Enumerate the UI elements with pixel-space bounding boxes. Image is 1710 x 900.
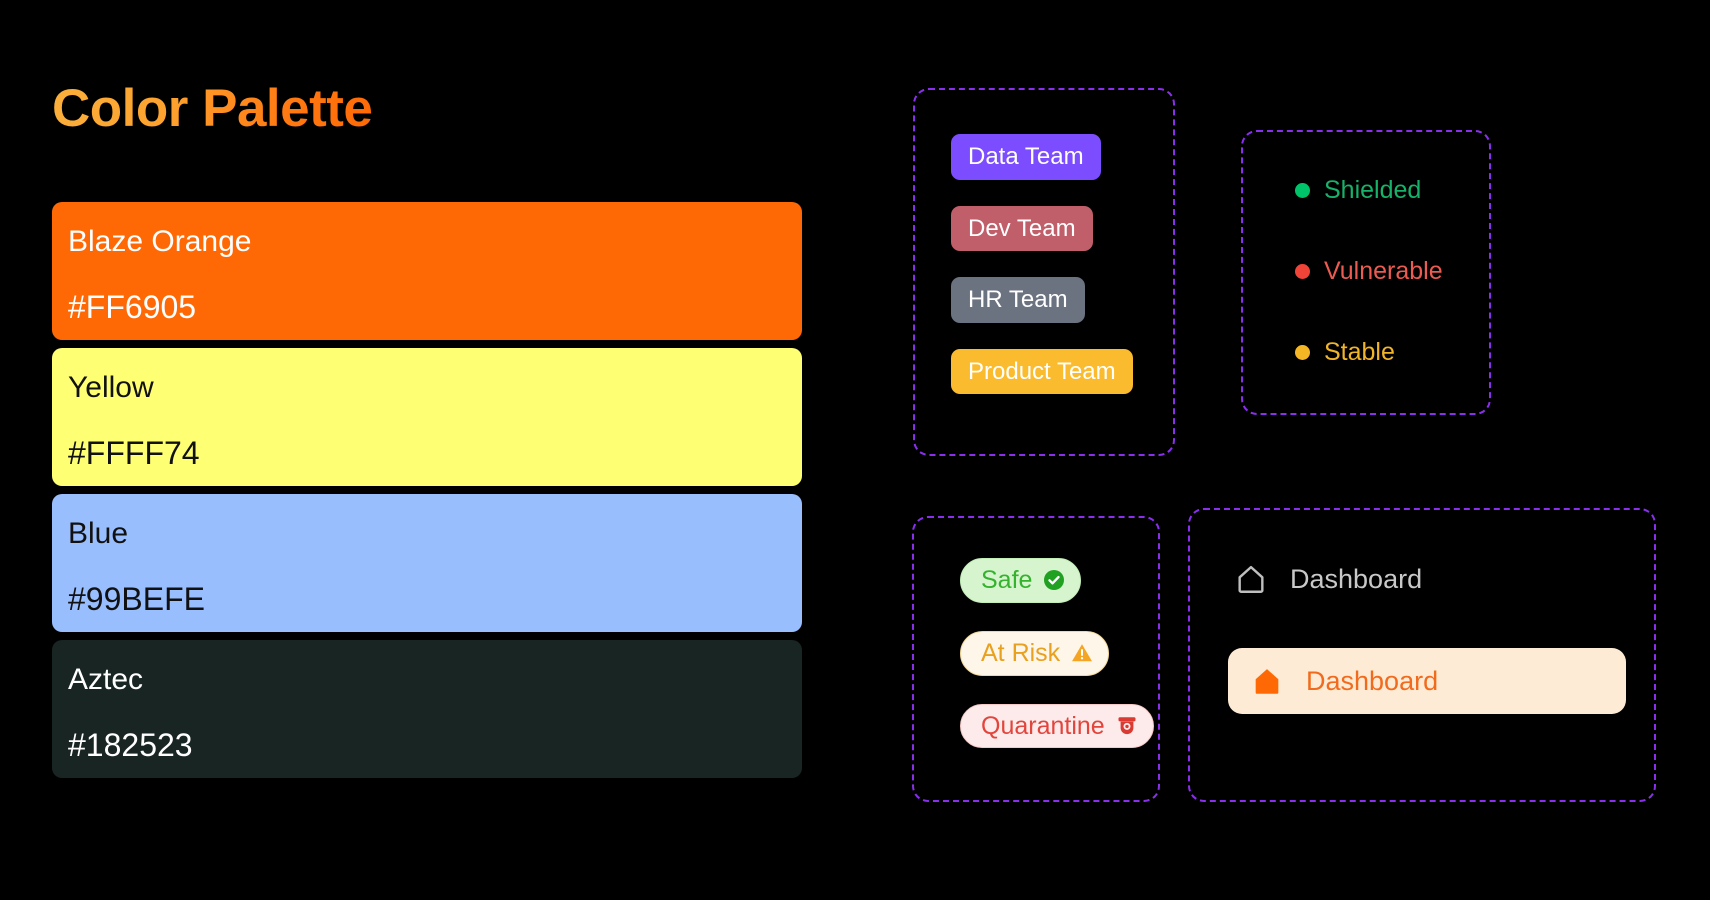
status-dot-icon xyxy=(1295,183,1310,198)
swatch-name: Aztec xyxy=(68,663,144,697)
team-badge[interactable]: HR Team xyxy=(951,277,1085,323)
color-swatch[interactable]: Yellow #FFFF74 xyxy=(52,348,802,487)
swatch-name: Yellow xyxy=(68,371,154,405)
legend-row: Vulnerable xyxy=(1295,259,1489,284)
status-pill-label: Safe xyxy=(981,566,1033,594)
nav-item-label: Dashboard xyxy=(1290,563,1423,594)
check-circle-icon xyxy=(1042,568,1066,592)
legend-row: Shielded xyxy=(1295,178,1489,203)
color-swatch[interactable]: Blaze Orange #FF6905 xyxy=(52,202,802,341)
color-swatch[interactable]: Aztec #182523 xyxy=(52,640,802,779)
status-pill-label: Quarantine xyxy=(981,711,1105,740)
swatch-hex-value: #182523 xyxy=(68,727,193,764)
color-swatch[interactable]: Blue #99BEFE xyxy=(52,494,802,633)
status-pill-label: At Risk xyxy=(981,638,1061,667)
legend-label: Vulnerable xyxy=(1324,257,1443,285)
swatch-hex-value: #FF6905 xyxy=(68,289,197,326)
swatch-name: Blaze Orange xyxy=(68,225,252,259)
team-badge[interactable]: Data Team xyxy=(951,134,1101,180)
nav-item-label: Dashboard xyxy=(1306,665,1439,696)
surveillance-icon xyxy=(1115,714,1139,738)
page-title: Color Palette xyxy=(52,79,373,138)
status-dot-icon xyxy=(1295,345,1310,360)
nav-item-dashboard-active[interactable]: Dashboard xyxy=(1228,648,1626,714)
status-dot-icon xyxy=(1295,264,1310,279)
status-pill[interactable]: At Risk xyxy=(960,630,1110,676)
swatch-hex-value: #99BEFE xyxy=(68,581,205,618)
legend-label: Shielded xyxy=(1324,176,1422,204)
status-pill[interactable]: Quarantine xyxy=(960,703,1154,749)
swatch-hex-value: #FFFF74 xyxy=(68,435,200,472)
legend-row: Stable xyxy=(1295,340,1489,365)
nav-item-dashboard-inactive[interactable]: Dashboard xyxy=(1212,546,1654,612)
team-badge[interactable]: Product Team xyxy=(951,348,1133,395)
legend-label: Stable xyxy=(1324,338,1395,366)
team-badge[interactable]: Dev Team xyxy=(951,205,1093,252)
warning-icon xyxy=(1070,641,1094,665)
status-pill[interactable]: Safe xyxy=(960,558,1082,603)
home-outline-icon xyxy=(1234,562,1268,596)
home-filled-icon xyxy=(1250,664,1284,698)
swatch-name: Blue xyxy=(68,517,129,551)
